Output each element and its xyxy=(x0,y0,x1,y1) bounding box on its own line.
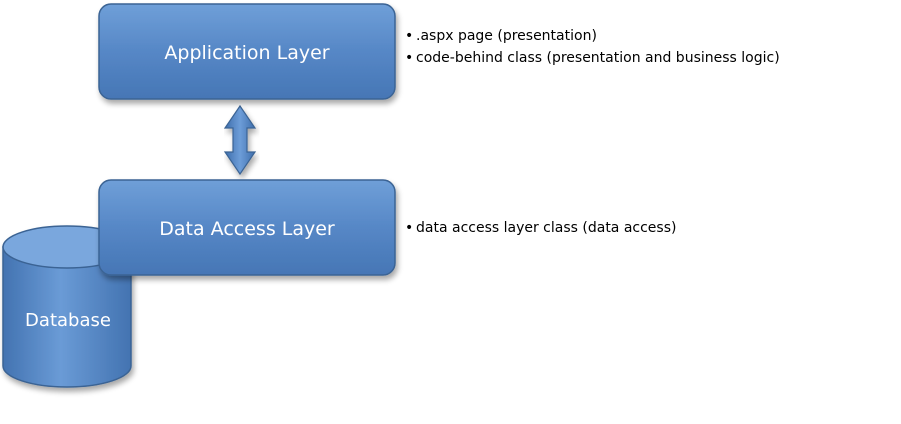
note-item: code-behind class (presentation and busi… xyxy=(405,47,780,69)
bidirectional-arrow xyxy=(223,104,257,176)
note-item: .aspx page (presentation) xyxy=(405,25,780,47)
application-layer-box xyxy=(98,3,396,100)
note-item: data access layer class (data access) xyxy=(405,217,676,239)
data-access-layer-notes: data access layer class (data access) xyxy=(405,217,676,239)
database-label: Database xyxy=(25,310,111,331)
data-access-layer-box xyxy=(98,179,396,276)
data-access-layer-label: Data Access Layer xyxy=(159,218,335,240)
application-layer-notes: .aspx page (presentation) code-behind cl… xyxy=(405,25,780,69)
application-layer-label: Application Layer xyxy=(164,42,329,64)
